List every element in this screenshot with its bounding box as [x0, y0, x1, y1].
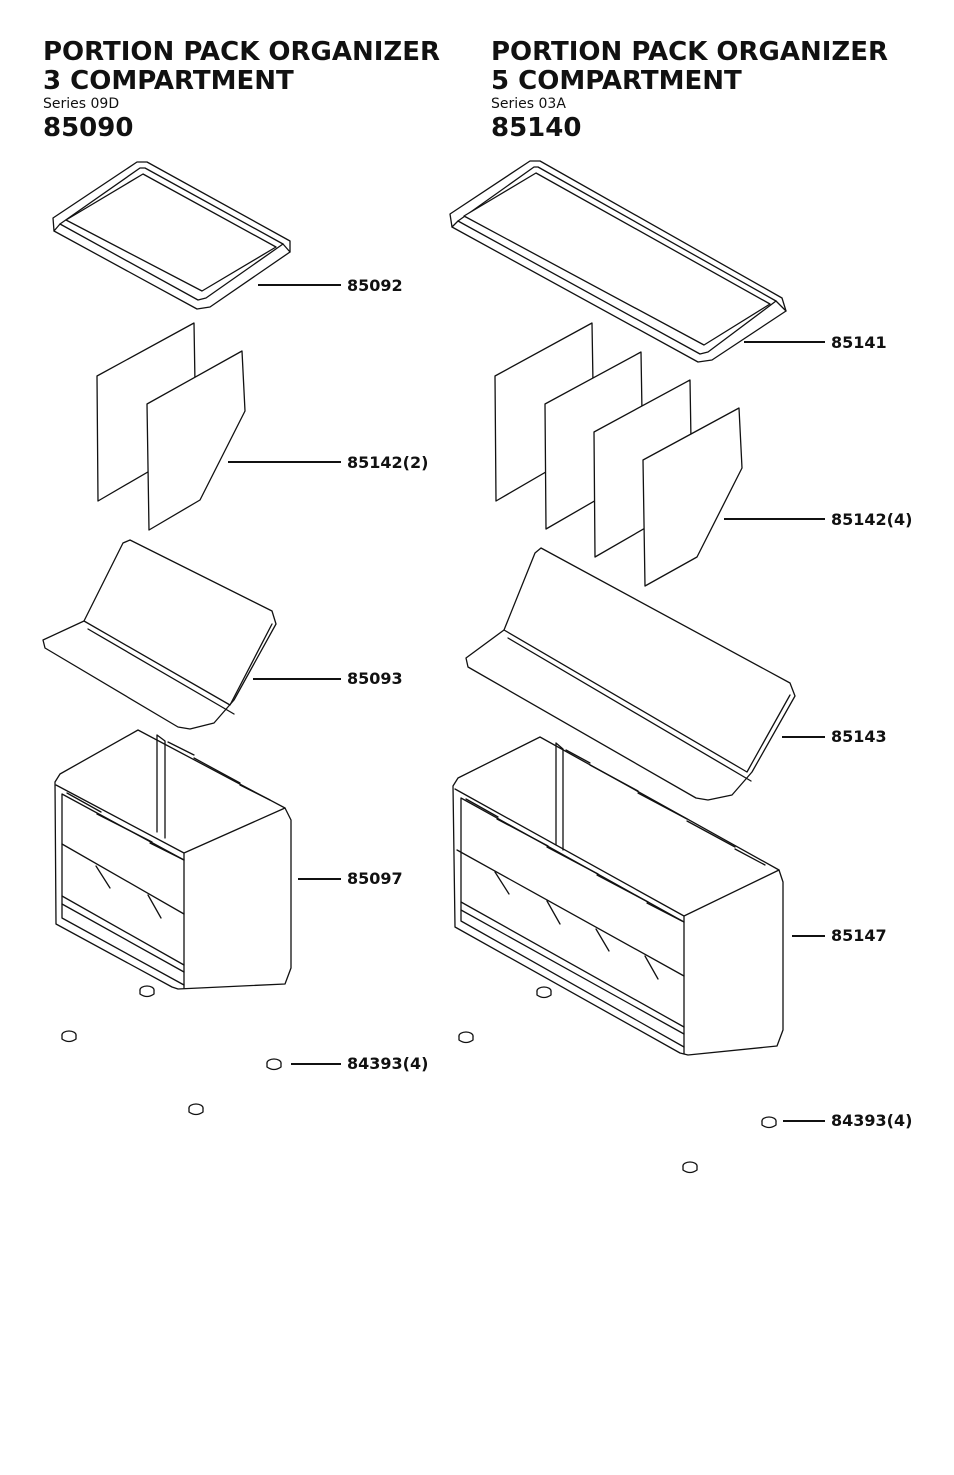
- right-lid-85141: [450, 161, 786, 362]
- left-lid-85092: [53, 162, 290, 309]
- leader-line-84393-left: [291, 1063, 341, 1065]
- leader-line-85142-4: [724, 518, 825, 520]
- leader-line-85093: [253, 678, 341, 680]
- right-series: Series 03A: [491, 96, 566, 112]
- right-product-header: PORTION PACK ORGANIZER 5 COMPARTMENT Ser…: [491, 38, 921, 144]
- leader-line-85097: [298, 878, 341, 880]
- right-title-line1: PORTION PACK ORGANIZER: [491, 37, 889, 67]
- part-label-84393-right: 84393(4): [831, 1111, 913, 1130]
- leader-line-85147: [792, 935, 825, 937]
- left-feet-84393: [62, 986, 281, 1115]
- part-label-84393-left: 84393(4): [347, 1054, 429, 1073]
- leader-line-85092: [258, 284, 341, 286]
- left-model-number: 85090: [43, 113, 134, 143]
- part-label-85147: 85147: [831, 926, 887, 945]
- right-base-85147: [453, 737, 783, 1055]
- leader-line-85141: [744, 341, 825, 343]
- part-label-85142-4: 85142(4): [831, 510, 913, 529]
- left-product-header: PORTION PACK ORGANIZER 3 COMPARTMENT Ser…: [43, 38, 473, 144]
- part-label-85143: 85143: [831, 727, 887, 746]
- left-base-85097: [55, 730, 291, 989]
- part-label-85093: 85093: [347, 669, 403, 688]
- leader-line-85142-2: [228, 461, 341, 463]
- right-feet-84393: [459, 987, 776, 1173]
- right-divider-panel-4: [643, 408, 742, 586]
- leader-line-84393-right: [783, 1120, 825, 1122]
- left-divider-panel-front: [147, 351, 245, 530]
- right-title-line2: 5 COMPARTMENT: [491, 66, 742, 96]
- right-model-number: 85140: [491, 113, 582, 143]
- part-label-85097: 85097: [347, 869, 403, 888]
- right-tray-85143: [466, 548, 795, 800]
- left-series: Series 09D: [43, 96, 120, 112]
- left-title-line1: PORTION PACK ORGANIZER: [43, 37, 441, 67]
- part-label-85092: 85092: [347, 276, 403, 295]
- leader-line-85143: [782, 736, 825, 738]
- part-label-85142-2: 85142(2): [347, 453, 429, 472]
- left-tray-85093: [43, 540, 276, 729]
- left-title-line2: 3 COMPARTMENT: [43, 66, 294, 96]
- part-label-85141: 85141: [831, 333, 887, 352]
